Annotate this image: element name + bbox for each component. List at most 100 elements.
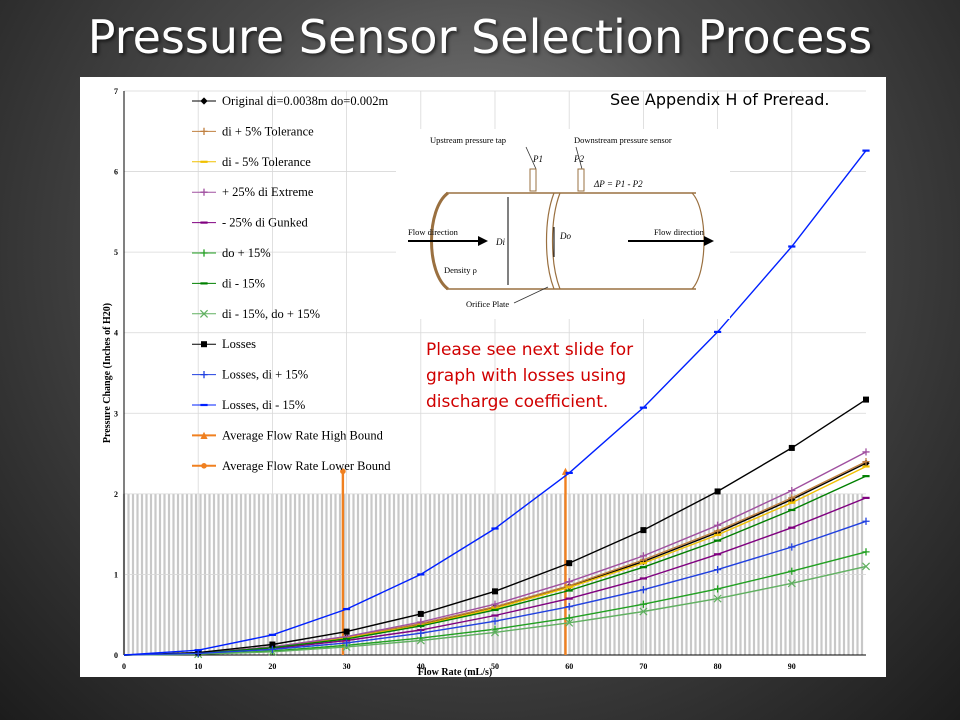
- plus-marker: [862, 458, 870, 466]
- legend-label: Losses, di - 15%: [222, 398, 305, 412]
- plus-marker: [788, 487, 796, 495]
- y-tick-label: 6: [114, 168, 118, 177]
- legend-entry: Losses, di + 15%: [192, 368, 308, 382]
- legend-entry: - 25% di Gunked: [192, 216, 308, 230]
- plus-marker: [200, 188, 208, 196]
- bound-line-group: [340, 468, 346, 655]
- legend-label: di + 5% Tolerance: [222, 124, 314, 138]
- x-marker: [565, 618, 574, 627]
- plus-marker: [639, 552, 647, 560]
- legend-entry: di - 5% Tolerance: [192, 155, 311, 169]
- plus-marker: [200, 127, 208, 135]
- plus-marker: [862, 548, 870, 556]
- diagram-background: [396, 129, 730, 319]
- square-marker: [863, 396, 869, 403]
- y-tick-label: 3: [114, 409, 118, 418]
- plus-marker: [639, 600, 647, 608]
- discharge-note: Please see next slide for graph with los…: [426, 340, 634, 412]
- plus-marker: [639, 586, 647, 594]
- series-group: [123, 517, 870, 657]
- legend-entry: di + 5% Tolerance: [192, 124, 314, 138]
- downstream-tap-leader: [575, 146, 583, 170]
- x-tick-label: 0: [122, 662, 126, 671]
- x-tick-label: 80: [714, 662, 722, 671]
- legend-label: di - 15%: [222, 276, 265, 290]
- legend-label: Average Flow Rate Lower Bound: [222, 459, 391, 473]
- appendix-note: See Appendix H of Preread.: [610, 90, 830, 109]
- x-tick-label: 70: [639, 662, 647, 671]
- legend-label: di - 15%, do + 15%: [222, 307, 320, 321]
- plus-marker: [788, 494, 796, 502]
- di-label: Di: [495, 237, 505, 247]
- slide-title: Pressure Sensor Selection Process: [87, 10, 873, 64]
- plus-marker: [788, 543, 796, 551]
- x-marker: [490, 628, 500, 637]
- x-marker: [342, 642, 351, 651]
- downstream-label: Downstream pressure sensor: [574, 135, 672, 145]
- x-tick-label: 30: [343, 662, 351, 671]
- x-axis-label: Flow Rate (mL/s): [418, 667, 492, 677]
- plus-marker: [862, 517, 870, 525]
- x-tick-label: 50: [491, 662, 499, 671]
- plus-marker: [343, 639, 351, 647]
- plus-marker: [417, 629, 425, 637]
- triangle-marker: [200, 431, 208, 439]
- plus-marker: [565, 614, 573, 622]
- square-marker: [566, 560, 573, 567]
- y-tick-label: 2: [114, 490, 118, 499]
- series-lines: [123, 149, 871, 659]
- legend-entry: Losses: [192, 337, 256, 351]
- do-label: Do: [559, 231, 571, 241]
- p2-label: P2: [573, 154, 584, 164]
- legend: Original di=0.0038m do=0.002m di + 5% Tol…: [192, 94, 391, 473]
- legend-entry: Average Flow Rate High Bound: [192, 428, 384, 442]
- legend-label: Losses, di + 15%: [222, 368, 308, 382]
- p1-label: P1: [532, 154, 543, 164]
- legend-label: Original di=0.0038m do=0.002m: [222, 94, 388, 108]
- y-tick-label: 0: [114, 651, 118, 660]
- flow-right-label: Flow direction: [654, 227, 705, 237]
- orifice-plate: [545, 192, 561, 290]
- x-tick-label: 40: [417, 662, 425, 671]
- legend-entry: di - 15%, do + 15%: [192, 307, 320, 321]
- legend-entry: Average Flow Rate Lower Bound: [192, 459, 391, 473]
- y-axis-label: Pressure Change (Inches of H20): [102, 303, 113, 443]
- y-tick-label: 1: [114, 570, 118, 579]
- dot-marker: [340, 468, 346, 475]
- x-marker: [199, 309, 209, 318]
- orifice-label: Orifice Plate: [466, 299, 509, 309]
- density-label: Density ρ: [444, 265, 477, 275]
- upstream-tap: [529, 168, 537, 192]
- x-tick-label: 10: [194, 662, 202, 671]
- upstream-tap-leader: [525, 146, 537, 170]
- orifice-diagram: Upstream pressure tap Downstream pressur…: [396, 129, 730, 319]
- plus-marker: [714, 521, 722, 529]
- plus-marker: [268, 645, 276, 653]
- upstream-label: Upstream pressure tap: [430, 135, 506, 145]
- plus-marker: [714, 585, 722, 593]
- plus-marker: [714, 565, 722, 574]
- square-marker: [343, 628, 350, 635]
- legend-entry: do + 15%: [192, 246, 271, 260]
- x-marker: [861, 562, 871, 571]
- legend-entry: di - 15%: [192, 276, 265, 290]
- y-tick-label: 7: [114, 87, 118, 96]
- flow-left-label: Flow direction: [408, 227, 459, 237]
- series-group: [123, 475, 870, 656]
- legend-label: + 25% di Extreme: [222, 185, 314, 199]
- legend-label: do + 15%: [222, 246, 271, 260]
- square-marker: [714, 488, 721, 495]
- orifice-leader: [513, 286, 549, 304]
- dot-marker: [201, 463, 207, 469]
- plus-marker: [565, 603, 573, 611]
- flow-right-arrowhead: [704, 236, 714, 246]
- legend-label: Average Flow Rate High Bound: [222, 428, 384, 442]
- square-marker: [201, 341, 207, 348]
- plus-marker: [417, 618, 425, 626]
- plus-marker: [200, 249, 208, 257]
- y-tick-label: 5: [114, 248, 118, 257]
- x-tick-label: 90: [788, 662, 796, 671]
- x-marker: [787, 579, 796, 588]
- legend-label: Losses: [222, 337, 256, 351]
